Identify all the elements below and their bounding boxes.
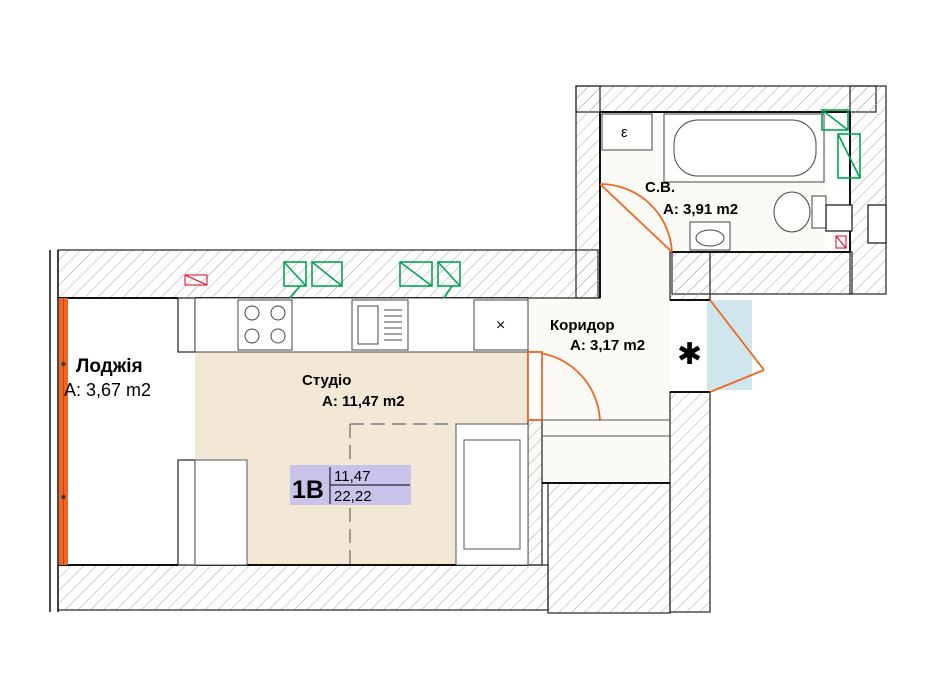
loggia-glazing	[59, 298, 68, 565]
sofa	[455, 423, 529, 566]
wall-corridor-right-top	[669, 251, 711, 301]
corridor-area: А: 3,17 m2	[570, 337, 645, 354]
socket-glyph: ε	[621, 124, 628, 141]
apartment-label: 1В 11,47 22,22	[290, 465, 411, 505]
bathroom-door-swing	[599, 183, 673, 253]
wall-bottom-main	[57, 564, 549, 611]
entry-door-swing	[709, 299, 765, 393]
wardrobe	[194, 459, 248, 566]
wall-bath-top	[575, 85, 877, 113]
loggia-area: А: 3,67 m2	[64, 380, 151, 400]
entry-glass	[707, 300, 752, 390]
apartment-code: 1В	[292, 476, 324, 504]
loggia-lines	[49, 250, 59, 612]
bathroom-name: С.В.	[645, 179, 675, 196]
loggia-hinge-top	[61, 362, 66, 366]
toilet	[773, 191, 811, 233]
wall-studio-right	[527, 419, 543, 566]
bathroom-area: А: 3,91 m2	[663, 201, 738, 218]
corridor-name: Коридор	[550, 317, 615, 334]
ventilation-ducts	[283, 109, 861, 299]
vent-markers	[184, 235, 847, 286]
apartment-living-area: 11,47	[334, 468, 370, 485]
studio-area: А: 11,47 m2	[322, 393, 405, 410]
apartment-total-area: 22,22	[334, 488, 372, 505]
corridor-floor	[528, 298, 670, 483]
wall-corridor-right	[669, 391, 711, 613]
doors	[527, 183, 765, 421]
bathroom-fixtures	[601, 113, 827, 251]
fridge	[473, 299, 529, 351]
wall-bath-left	[575, 85, 601, 299]
walls	[57, 85, 887, 614]
shaft-marker: ✱	[677, 338, 702, 371]
loggia-name: Лоджія	[76, 356, 143, 377]
washing-machine	[601, 113, 653, 151]
studio-furniture	[194, 423, 529, 566]
fridge-cross-glyph: ×	[496, 317, 505, 334]
wall-lower-right	[547, 482, 671, 614]
loggia-hinge-bottom	[61, 495, 66, 499]
wall-bath-right	[849, 85, 887, 295]
bathroom-corridor-floor	[600, 180, 672, 300]
studio-name: Студіо	[302, 372, 351, 389]
wall-left-stub-top	[177, 297, 196, 353]
wall-left-stub-bottom	[177, 459, 196, 566]
facade-notches	[825, 204, 887, 244]
stove	[237, 299, 293, 351]
kitchen-counter	[194, 297, 529, 353]
